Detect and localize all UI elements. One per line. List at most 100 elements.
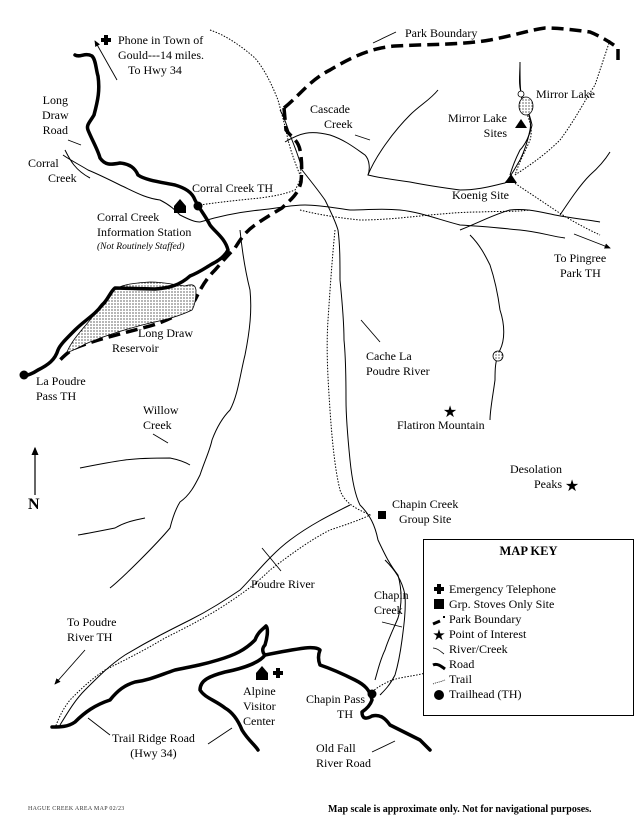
label-line: To Pingree (554, 251, 607, 265)
label-long-draw-road: Long Draw Road (42, 93, 69, 138)
label-info-station: Corral Creek Information Station (Not Ro… (97, 210, 191, 255)
label-line: Road (42, 123, 68, 137)
emergency-phone-icon-alpine (273, 668, 283, 678)
label-trail-ridge-road: Trail Ridge Road (Hwy 34) (112, 731, 195, 761)
label-mirror-lake: Mirror Lake (536, 87, 595, 101)
dashed-line-icon (432, 612, 446, 626)
trail-ridge-road (50, 624, 432, 752)
label-corral-creek: Corral Creek (28, 156, 77, 186)
dotted-line-icon (432, 672, 446, 686)
key-label: Point of Interest (449, 627, 527, 641)
north-label: N (28, 496, 40, 513)
label-line: Center (243, 714, 275, 728)
pingree-creek-north (559, 151, 611, 216)
label-line: To Hwy 34 (128, 63, 182, 77)
corral-creek (62, 154, 201, 223)
label-line: Chapin Creek (392, 497, 459, 511)
label-line: Reservoir (112, 341, 159, 355)
key-label: River/Creek (449, 642, 508, 656)
label-line: Chapin (374, 588, 409, 602)
label-cascade-creek: Cascade Creek (310, 102, 353, 132)
chapin-creek (379, 559, 406, 696)
mirror-lake-creek (509, 62, 533, 176)
creek-lower-west (77, 517, 146, 536)
label-chapin-creek: Chapin Creek (374, 588, 409, 618)
label-line: Corral Creek (97, 210, 160, 224)
poudre-river (59, 504, 351, 726)
key-label: Emergency Telephone (449, 582, 557, 596)
label-line: Information Station (97, 225, 192, 239)
label-line: (Hwy 34) (130, 746, 177, 760)
label-willow-creek: Willow Creek (143, 403, 179, 433)
corral-creek-trail (199, 164, 302, 206)
campsite-icon-koenig (505, 174, 517, 183)
label-to-pingree: To Pingree Park TH (554, 251, 606, 281)
label-line: Creek (324, 117, 353, 131)
key-label: Trailhead (TH) (449, 687, 522, 701)
chapin-trail (371, 662, 441, 693)
svg-text:★: ★ (432, 628, 445, 641)
trailhead-icon-corral-creek (193, 201, 203, 211)
label-line: La Poudre (36, 374, 86, 388)
label-mirror-lake-sites: Mirror Lake Sites (442, 111, 507, 141)
key-label: Park Boundary (449, 612, 522, 626)
label-line: Trail Ridge Road (112, 731, 195, 745)
label-corral-creek-th: Corral Creek TH (192, 181, 274, 195)
mirror-lake-small (517, 90, 525, 98)
label-alpine-visitor-center: Alpine Visitor Center (243, 684, 276, 729)
key-item-park-boundary: Park Boundary (432, 612, 521, 626)
label-line: Poudre River (366, 364, 430, 378)
alpine-road-branch (198, 653, 267, 752)
key-item-road: Road (432, 657, 474, 671)
label-chapin-pass-th: Chapin Pass TH (290, 692, 365, 722)
key-item-group-stoves: Grp. Stoves Only Site (432, 597, 554, 611)
label-line: Alpine (243, 684, 276, 698)
label-line: Willow (143, 403, 179, 417)
label-line: TH (337, 707, 353, 721)
square-icon (432, 597, 446, 611)
main-creek-east (199, 204, 566, 239)
key-item-trail: Trail (432, 672, 472, 686)
label-chapin-creek-group-site: Chapin Creek Group Site (392, 497, 458, 527)
key-item-point-of-interest: ★ Point of Interest (432, 627, 527, 644)
label-line: Visitor (243, 699, 276, 713)
map-key-title: MAP KEY (499, 544, 558, 558)
cache-la-poudre-river (279, 109, 402, 681)
visitor-center-icon (256, 666, 268, 680)
label-line: Cache La (366, 349, 412, 363)
pingree-creek (459, 209, 601, 231)
label-line: Creek (374, 603, 403, 617)
trail-east-koenig (299, 209, 531, 221)
label-line: To Poudre (67, 615, 117, 629)
key-label: Road (449, 657, 475, 671)
trail-mirror-east (514, 39, 611, 176)
trail-north (209, 29, 301, 176)
label-line: Desolation (510, 462, 562, 476)
label-line: Long (42, 93, 68, 107)
label-line: Gould---14 miles. (118, 48, 204, 62)
poudre-river-trail (54, 229, 372, 729)
label-line: Creek (143, 418, 172, 432)
star-icon-desolation: ★ (565, 478, 579, 495)
label-poudre-river: Poudre River (251, 577, 315, 591)
label-line: River TH (67, 630, 113, 644)
trail-mirror-lake (514, 109, 532, 176)
emergency-phone-icon-gould (101, 35, 111, 45)
label-park-boundary: Park Boundary (405, 26, 478, 40)
label-la-poudre-pass: La Poudre Pass TH (36, 374, 86, 404)
park-boundary-line (282, 26, 620, 110)
flatiron-creek (469, 234, 505, 421)
label-line: Mirror Lake (448, 111, 507, 125)
label-line: Pass TH (36, 389, 77, 403)
star-icon: ★ (432, 627, 446, 644)
label-to-poudre-river-th: To Poudre River TH (67, 615, 117, 645)
label-desolation-peaks: Desolation Peaks (500, 462, 562, 492)
label-cache-la-poudre: Cache La Poudre River (366, 349, 430, 379)
mirror-lake (518, 96, 534, 116)
circle-icon (432, 687, 446, 701)
map-disclaimer: Map scale is approximate only. Not for n… (328, 804, 592, 815)
label-phone-gould: Phone in Town of Gould---14 miles. To Hw… (118, 33, 204, 78)
label-flatiron-mountain: Flatiron Mountain (397, 418, 485, 432)
label-line: Draw (42, 108, 69, 122)
